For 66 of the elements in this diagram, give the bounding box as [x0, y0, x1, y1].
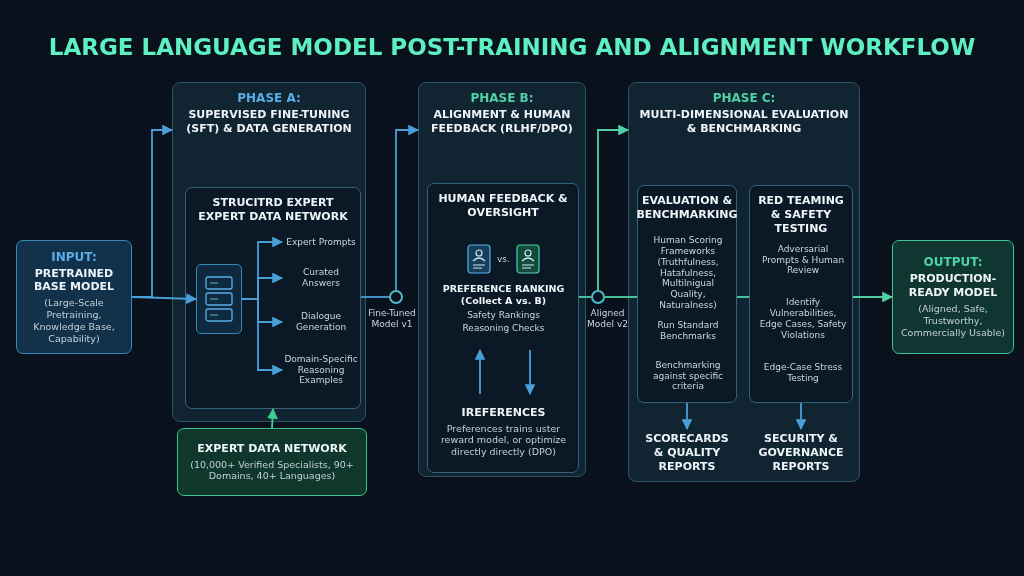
heading: ALIGNMENT & HUMAN FEEDBACK (RLHF/DPO): [430, 108, 574, 136]
phase-panel: [172, 82, 366, 422]
junction-circle: [389, 290, 403, 304]
section-panel: [637, 185, 737, 403]
arrow: [524, 349, 536, 396]
heading: MULTI-DIMENSIONAL EVALUATION & BENCHMARKING: [638, 108, 850, 136]
list-item: Safety Rankings: [467, 309, 540, 321]
input-box: [16, 240, 132, 354]
node-caption: Aligned Model v2: [587, 308, 628, 330]
arrow: [395, 124, 420, 291]
arrow: [852, 291, 894, 303]
arrow: [795, 402, 807, 431]
heading: RED TEAMING & SAFETY TESTING: [757, 194, 845, 236]
phase-label: PHASE C:: [712, 91, 776, 105]
list-item: Reasoning Checks: [462, 323, 545, 335]
source-box: [177, 428, 367, 496]
heading: STRUCITRD EXPERT EXPERT DATA NETWORK: [197, 196, 349, 224]
description: (10,000+ Verified Specialists, 90+ Domains, 40+ Languages): [189, 458, 355, 483]
list-item: Identify Vulnerabilities, Edge Cases, Safety Violations: [756, 290, 850, 348]
report-title: SCORECARDS & QUALITY REPORTS: [637, 429, 737, 477]
phase-label: PHASE B:: [470, 91, 534, 105]
phase-label: OUTPUT:: [923, 255, 983, 270]
panel-box: [196, 264, 242, 334]
diagram-title: LARGE LANGUAGE MODEL POST-TRAINING AND ALIGNMENT WORKFLOW: [47, 34, 977, 60]
list-item: Expert Prompts: [282, 228, 360, 256]
heading: EXPERT DATA NETWORK: [197, 441, 347, 456]
arrow: [474, 348, 486, 395]
report-title: SECURITY & GOVERNANCE REPORTS: [749, 429, 853, 477]
list-item: Adversarial Prompts & Human Review: [756, 238, 850, 282]
connector-line: [578, 296, 592, 298]
heading: HUMAN FEEDBACK & OVERSIGHT: [437, 192, 569, 220]
arrow: [241, 298, 284, 376]
arrow: [131, 293, 198, 305]
description: (Large-Scale Pretraining, Knowledge Base, Capability): [32, 297, 116, 345]
phase-panel: [418, 82, 586, 477]
list-item: Dialogue Generation: [282, 308, 360, 336]
connector-line: [604, 296, 638, 298]
node-caption: Fine-Tuned Model v1: [368, 308, 416, 330]
heading: IREFERENCES: [461, 405, 546, 420]
heading: PREFERENCE RANKING (Collect A vs. B): [441, 282, 566, 307]
section-panel: [185, 187, 361, 409]
section-panel: [749, 185, 853, 403]
arrow: [681, 402, 693, 431]
list-item: Run Standard Benchmarks: [642, 316, 734, 346]
description: (Aligned, Safe, Trustworthy, Commercially Usable): [899, 302, 1006, 339]
description: Preferences trains uster reward model, or optimize directly directly (DPO): [440, 422, 567, 459]
connector-line: [736, 296, 750, 298]
phase-panel: [628, 82, 860, 482]
list-item: Domain-Specific Reasoning Examples: [282, 346, 360, 394]
phase-label: INPUT:: [51, 249, 97, 264]
heading: EVALUATION & BENCHMARKING: [636, 194, 738, 222]
heading: PRODUCTION-READY MODEL: [907, 272, 999, 300]
heading: SUPERVISED FINE-TUNING (SFT) & DATA GENERATION: [185, 108, 353, 136]
output-box: [892, 240, 1014, 354]
list-item: Human Scoring Frameworks (Truthfulness, Hatafulness, Multilnigual Quality, Naturalness): [642, 238, 734, 308]
arrow: [597, 124, 630, 291]
list-item: Edge-Case Stress Testing: [756, 356, 850, 390]
arrow: [267, 407, 278, 429]
connector-line: [360, 296, 390, 298]
section-panel: [427, 183, 579, 473]
list-item: Benchmarking against specific criteria: [642, 354, 734, 398]
heading: PRETRAINED BASE MODEL: [32, 266, 116, 294]
junction-circle: [591, 290, 605, 304]
phase-label: PHASE A:: [237, 91, 301, 105]
versus-label: vs.: [497, 253, 510, 264]
list-item: Curated Answers: [282, 264, 360, 292]
